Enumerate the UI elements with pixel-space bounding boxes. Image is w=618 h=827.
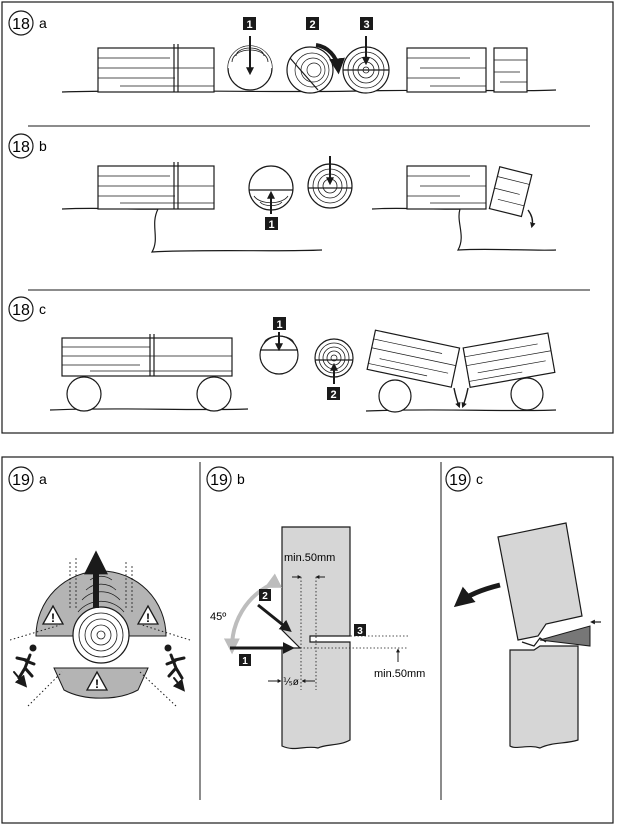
step-badge-label: 1 (268, 219, 274, 231)
cross-section-step-2 (286, 43, 345, 94)
step-badge-label: 2 (309, 19, 315, 31)
step-badge-label: 2 (262, 591, 268, 602)
svg-text:!: ! (95, 677, 99, 691)
figure-letter: b (39, 138, 47, 154)
warning-icon: ! (85, 670, 109, 691)
panel-19a: 19 a ! ! (8, 466, 191, 707)
cross-section-step-1 (227, 36, 273, 91)
figure-number-badge (206, 466, 232, 492)
running-person-icon (13, 644, 37, 688)
dimension-label: min.50mm (284, 552, 335, 564)
step-badge (273, 317, 286, 330)
log-right-cut (406, 165, 536, 229)
figure-number-badge (8, 466, 34, 492)
panel-19-frame (1, 456, 614, 824)
figure-letter: a (39, 15, 47, 31)
figure-number: 19 (12, 472, 30, 489)
log-left (97, 44, 215, 93)
cross-section-step-1 (259, 332, 299, 375)
figure-number-badge (8, 133, 34, 159)
cross-section-step-3 (342, 36, 390, 94)
tree-trunk-falling (497, 522, 583, 641)
step-badge (243, 17, 256, 30)
dimension-label: ⅕ø (283, 677, 299, 688)
ground-with-drop (371, 207, 557, 251)
figure-letter: c (39, 301, 46, 317)
tree-cross-section (72, 606, 130, 664)
step-badge (259, 589, 271, 601)
step-badge (360, 17, 373, 30)
figure-number: 18 (12, 139, 30, 156)
svg-text:!: ! (51, 611, 55, 625)
panel-18c: 18 c 1 2 (8, 296, 557, 413)
step-badge (327, 387, 340, 400)
figure-number: 18 (12, 16, 30, 33)
step-badge-label: 1 (276, 319, 282, 331)
running-person-icon (164, 644, 186, 692)
angle-label: 45º (210, 611, 226, 623)
step-badge-label: 3 (357, 626, 363, 637)
step-badge (306, 17, 319, 30)
figure-number-badge (445, 466, 471, 492)
figure-letter: c (476, 471, 483, 487)
log-right-cut (406, 47, 528, 93)
ground-with-drop (61, 207, 323, 253)
cross-section-step-1 (248, 165, 294, 214)
tree-trunk (281, 526, 351, 750)
warning-icon: ! (136, 604, 160, 625)
panel-18a: 18 a 1 2 (8, 10, 557, 94)
cross-section-step-2 (314, 338, 354, 384)
warning-icon: ! (41, 604, 65, 625)
log-on-supports (61, 334, 233, 412)
felling-wedge (539, 625, 591, 647)
dimension-label: min.50mm (374, 668, 425, 680)
fall-direction-arrow (453, 582, 501, 608)
figure-letter: a (39, 471, 47, 487)
step-badge-label: 3 (363, 19, 369, 31)
figure-letter: b (237, 471, 245, 487)
panel-18b: 18 b 1 (8, 133, 557, 253)
panel-19c: 19 c (445, 466, 601, 749)
tree-stump (509, 645, 579, 749)
figure-number: 19 (210, 472, 228, 489)
step-badge (354, 624, 366, 636)
step-badge-label: 2 (330, 389, 336, 401)
figure-number: 18 (12, 302, 30, 319)
panel-18-frame (1, 1, 614, 434)
step-badge (265, 217, 278, 230)
figure-number: 19 (449, 472, 467, 489)
svg-text:!: ! (146, 611, 150, 625)
step-badge-label: 1 (246, 19, 252, 31)
step-badge-label: 1 (242, 656, 248, 667)
cross-section-cut (307, 156, 353, 209)
figure-number-badge (8, 10, 34, 36)
step-badge (239, 654, 251, 666)
panel-19b: 19 b min.50mm ⅕ø min.50mm 45º 2 1 3 (206, 466, 425, 750)
log-split-falling (366, 329, 556, 413)
log-left (97, 162, 215, 210)
figure-number-badge (8, 296, 34, 322)
